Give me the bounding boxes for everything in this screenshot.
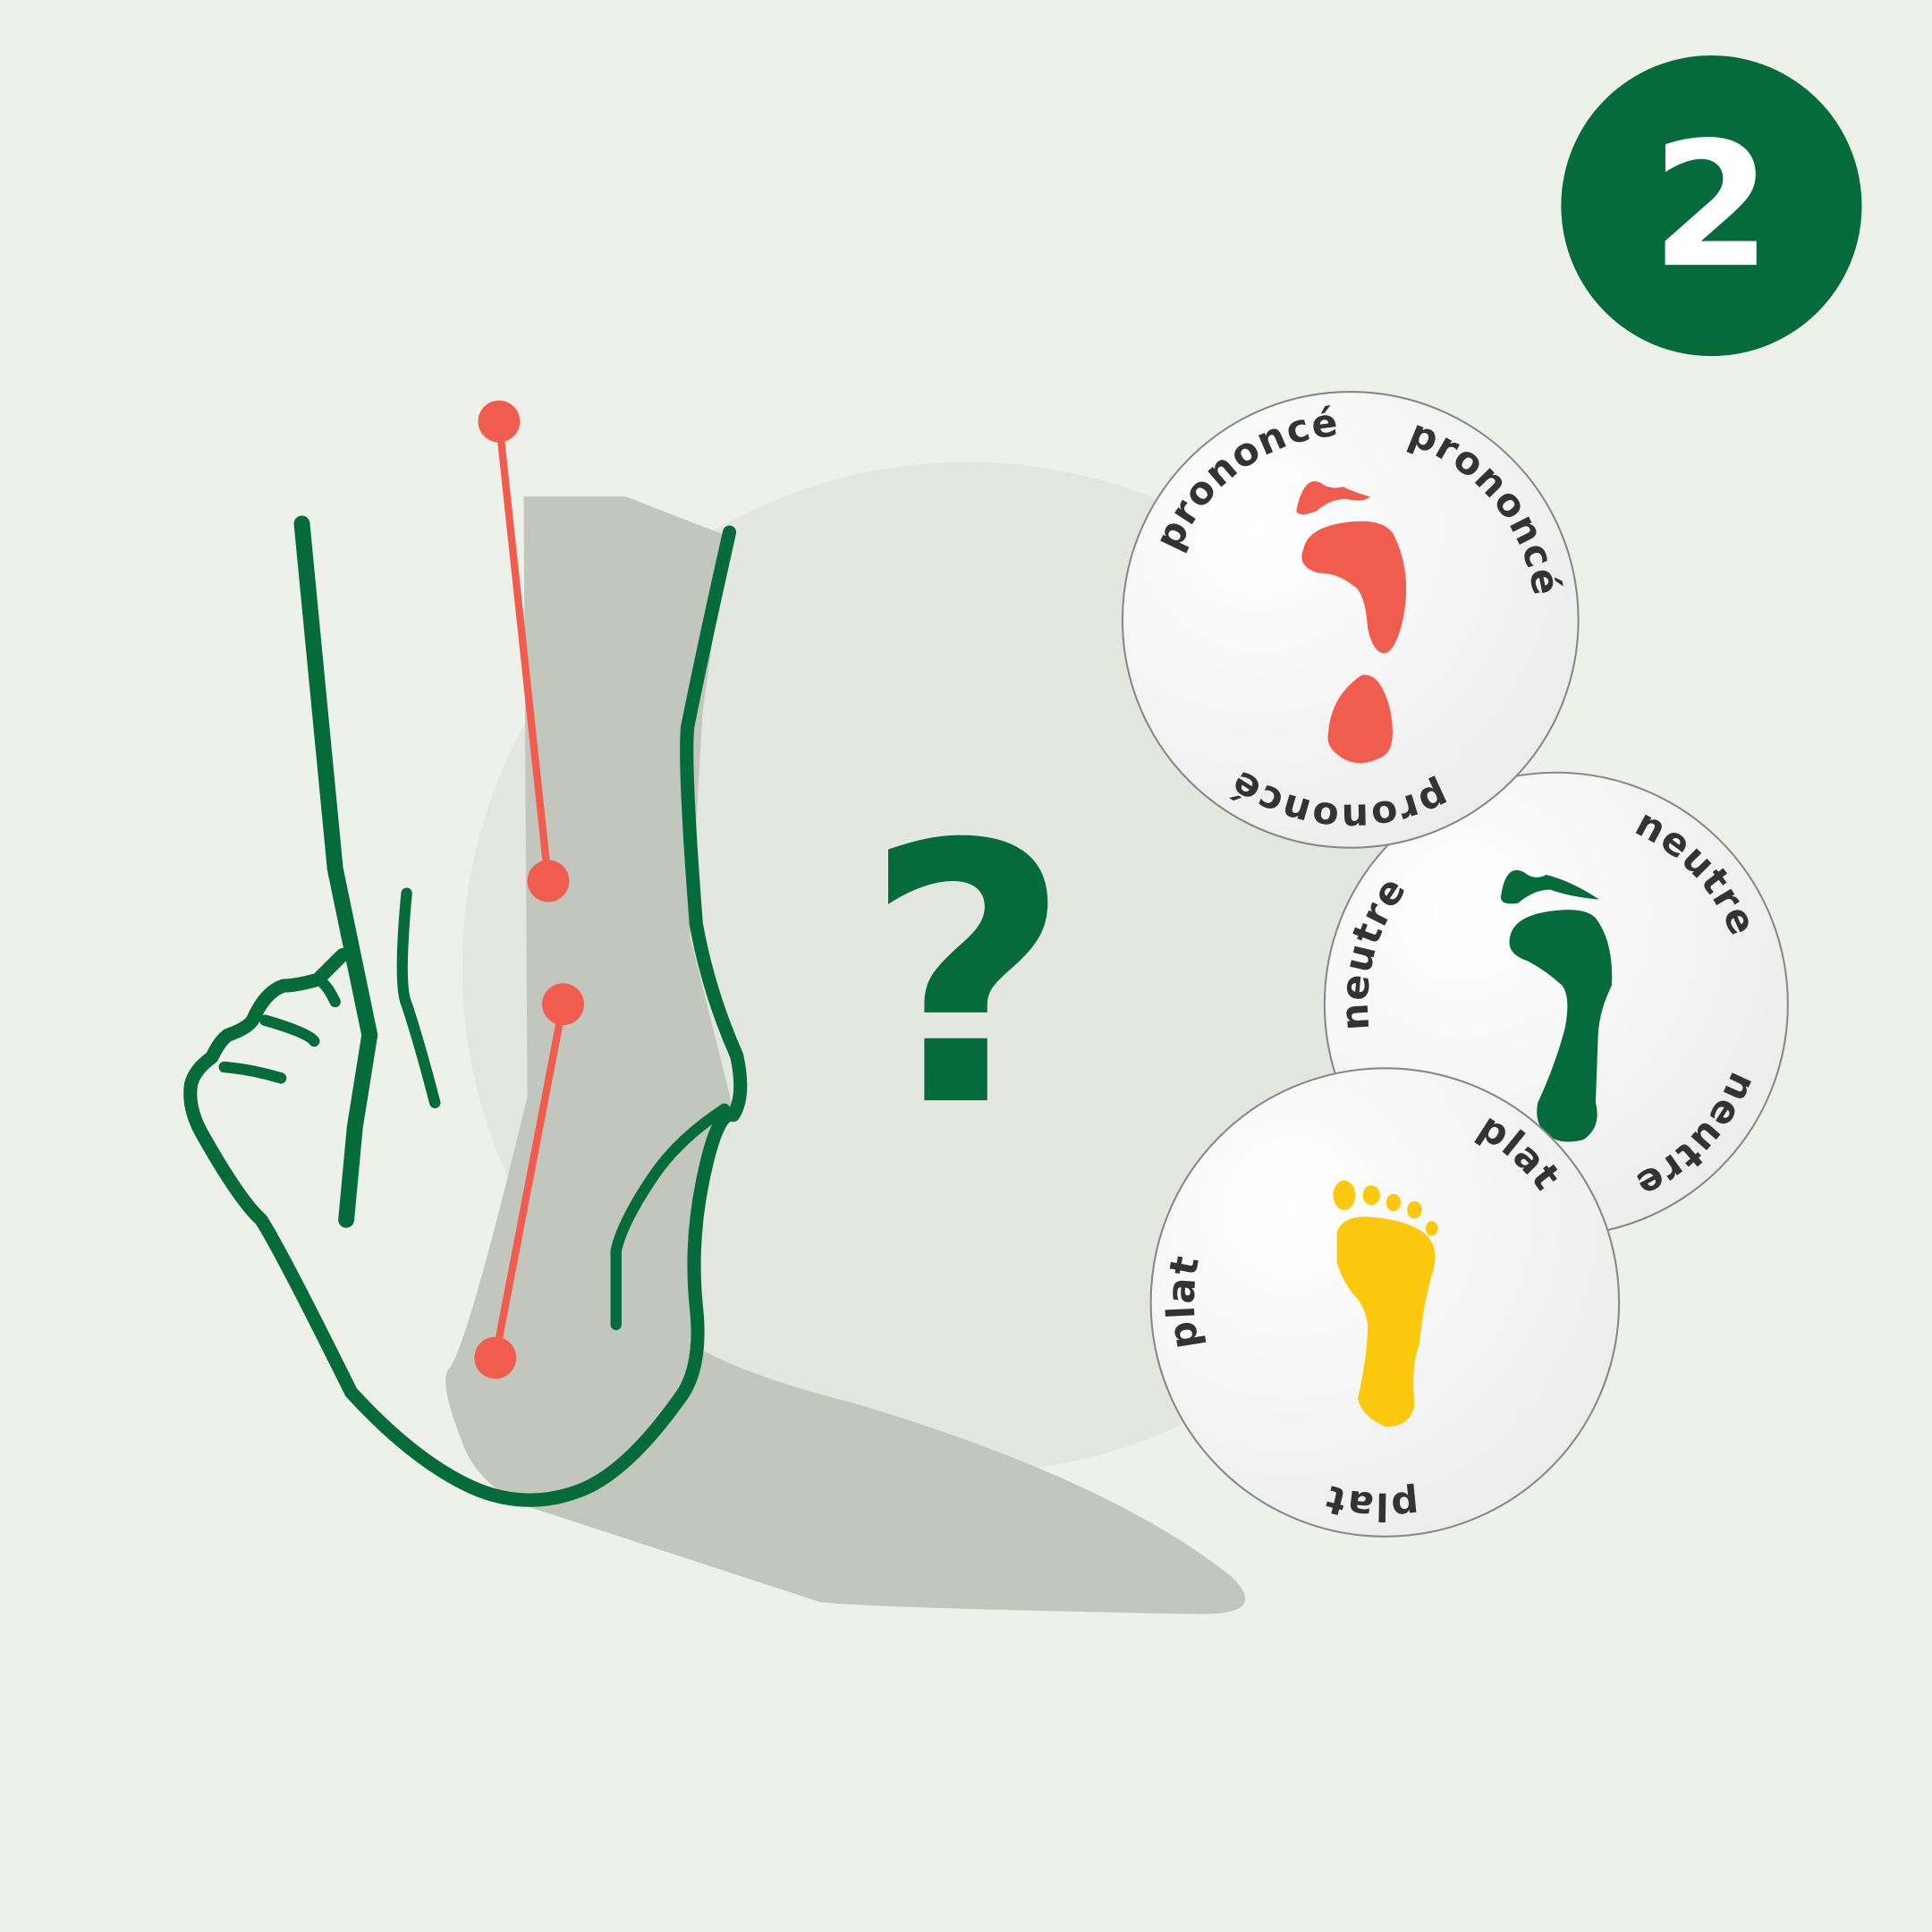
question-mark: ? xyxy=(864,769,1072,1185)
disc-label: plat xyxy=(1158,1251,1207,1352)
marker-dot xyxy=(474,1336,517,1379)
neutral-footprint-icon xyxy=(1500,869,1613,1142)
step-number: 2 xyxy=(1651,106,1771,306)
leg-alignment-lines xyxy=(474,400,584,1379)
marker-dot xyxy=(527,860,570,902)
flat-footprint-icon xyxy=(1333,1180,1438,1428)
marker-dot xyxy=(542,983,584,1026)
disc-flat: plat plat plat xyxy=(1149,1067,1621,1538)
disc-label: plat xyxy=(1320,1476,1419,1529)
step-badge: 2 xyxy=(1561,55,1862,357)
svg-text:plat: plat xyxy=(1320,1476,1420,1529)
leg-shadow xyxy=(445,496,1246,1614)
marker-dot xyxy=(478,400,521,443)
svg-text:plat: plat xyxy=(1158,1251,1208,1352)
disc-pronounced: prononcé prononcé prononcé xyxy=(1121,391,1580,849)
pronated-footprint-icon xyxy=(1296,481,1407,764)
leg-and-hand-outline xyxy=(183,515,748,1507)
